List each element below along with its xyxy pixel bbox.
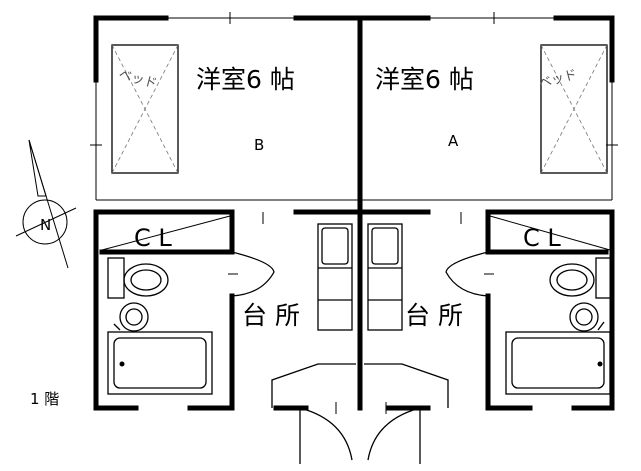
entrance-left [271,363,356,464]
kitchen-label-left: 台 所 [242,301,300,330]
dimension-lines [90,12,618,224]
kitchen-counter-right [367,223,403,331]
entrance-right [335,363,449,464]
room-label-right: 洋室6 帖 [375,65,474,94]
bed-left: ベッド [111,44,179,174]
closet-hatching [101,215,611,251]
kitchen-counter-left [317,223,353,331]
floor-label: 1 階 [30,390,59,408]
bath-door-left [228,251,275,297]
unit-label-b: B [254,136,264,154]
toilet-right [549,257,613,299]
sink-right [569,302,605,332]
closet-label-left: C L [134,224,172,252]
closet-label-right: C L [523,224,561,252]
toilet-left [107,257,169,299]
kitchen-label-right: 台 所 [405,301,463,330]
bathtub-right [505,331,611,395]
north-arrow-icon: N [15,139,77,269]
bed-left-label: ベッド [117,67,159,92]
bed-right-label: ベッド [537,67,579,92]
walls [93,15,615,411]
bathtub-left [107,331,213,395]
room-label-left: 洋室6 帖 [196,65,295,94]
bath-door-right [445,251,494,297]
bed-right: ベッド [537,44,608,174]
sink-left [113,302,149,332]
unit-label-a: A [448,132,459,150]
north-label: N [40,216,51,234]
